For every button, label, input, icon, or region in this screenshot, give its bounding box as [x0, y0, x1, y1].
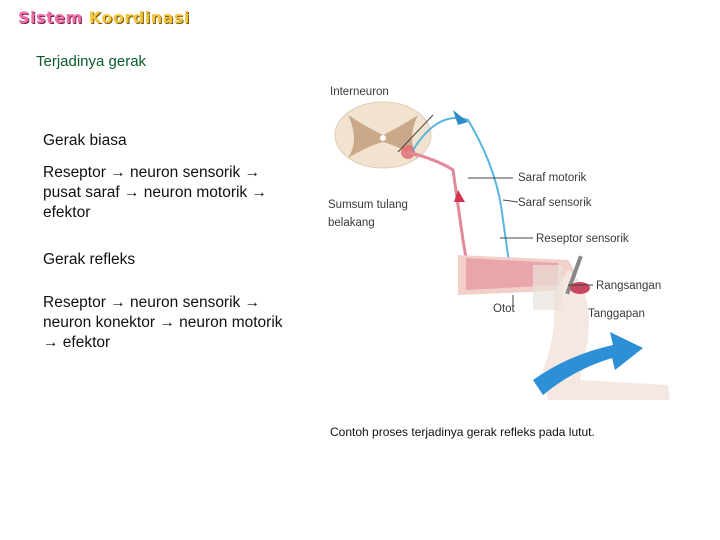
reflex-arc-diagram: Interneuron Saraf motorik Saraf sensorik…: [328, 86, 670, 400]
label-sumsum-line1: Sumsum tulang: [328, 199, 408, 211]
label-tanggapan: Tanggapan: [588, 308, 645, 320]
label-saraf-sensorik: Saraf sensorik: [518, 197, 592, 209]
heading-gerak-refleks: Gerak refleks: [43, 251, 136, 268]
heading-gerak-biasa: Gerak biasa: [43, 132, 127, 149]
logo-word-sistem: Sistem: [18, 8, 83, 27]
slide-title: Terjadinya gerak: [36, 53, 147, 70]
label-otot: Otot: [493, 303, 516, 315]
logo: Sistem Koordinasi: [18, 8, 190, 27]
label-sumsum-line2: belakang: [328, 217, 375, 229]
response-arrow: [533, 332, 643, 395]
text-gerak-refleks: Reseptor → neuron sensorik → neuron kone…: [43, 294, 283, 351]
spinal-cord: [334, 101, 432, 169]
label-reseptor-sensorik: Reseptor sensorik: [536, 233, 629, 245]
label-rangsangan: Rangsangan: [596, 280, 661, 292]
logo-word-koordinasi: Koordinasi: [88, 8, 190, 27]
text-gerak-biasa: Reseptor → neuron sensorik → pusat saraf…: [43, 164, 267, 221]
label-saraf-motorik: Saraf motorik: [518, 172, 587, 184]
motor-nerve-path: [407, 150, 470, 271]
figure-caption: Contoh proses terjadinya gerak refleks p…: [330, 425, 595, 439]
label-interneuron: Interneuron: [330, 86, 389, 98]
